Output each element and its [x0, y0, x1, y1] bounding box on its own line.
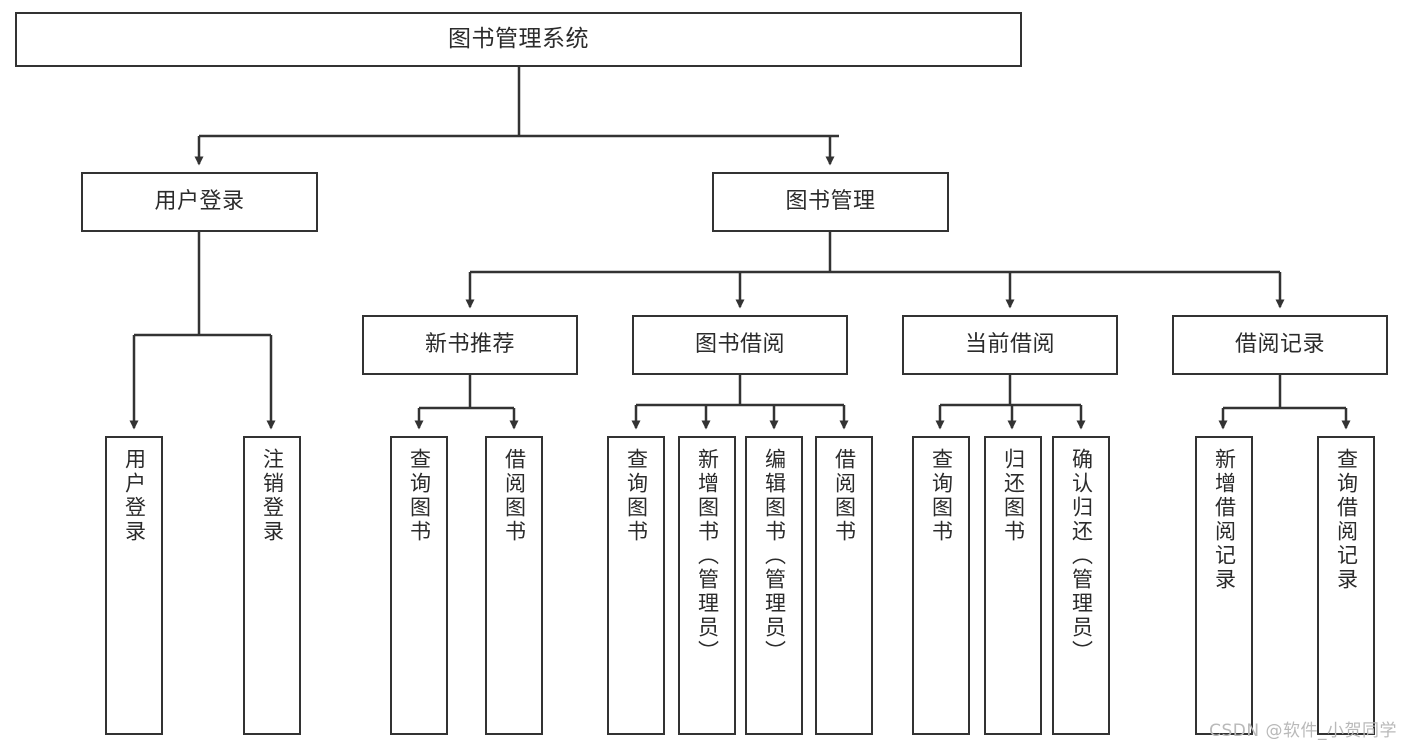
node-leaf-borrow-book-1[interactable]: 借阅图书	[485, 436, 543, 735]
node-leaf-query-book-3[interactable]: 查询图书	[912, 436, 970, 735]
node-book-borrow[interactable]: 图书借阅	[632, 315, 848, 375]
node-leaf-user-login[interactable]: 用户登录	[105, 436, 163, 735]
node-label: 用户登录	[154, 189, 245, 215]
node-label: 查询图书	[407, 448, 432, 544]
node-leaf-add-record[interactable]: 新增借阅记录	[1195, 436, 1253, 735]
node-label: 当前借阅	[964, 332, 1055, 358]
node-leaf-query-book-1[interactable]: 查询图书	[390, 436, 448, 735]
node-borrow-record[interactable]: 借阅记录	[1172, 315, 1388, 375]
node-label: 新增图书（管理员）	[695, 448, 720, 664]
node-label: 编辑图书（管理员）	[762, 448, 787, 664]
node-label: 借阅记录	[1234, 332, 1325, 358]
node-label: 借阅图书	[832, 448, 857, 544]
node-label: 借阅图书	[502, 448, 527, 544]
node-label: 注销登录	[260, 448, 285, 544]
node-leaf-logout-login[interactable]: 注销登录	[243, 436, 301, 735]
node-label: 归还图书	[1001, 448, 1026, 544]
node-label: 图书管理系统	[448, 25, 589, 52]
node-label: 用户登录	[122, 448, 147, 544]
node-label: 新书推荐	[424, 332, 515, 358]
node-label: 查询图书	[624, 448, 649, 544]
node-leaf-borrow-book-2[interactable]: 借阅图书	[815, 436, 873, 735]
node-label: 新增借阅记录	[1212, 448, 1237, 592]
node-label: 查询借阅记录	[1334, 448, 1359, 592]
node-leaf-confirm-return[interactable]: 确认归还（管理员）	[1052, 436, 1110, 735]
node-leaf-add-book[interactable]: 新增图书（管理员）	[678, 436, 736, 735]
node-user-login[interactable]: 用户登录	[81, 172, 318, 232]
node-current-borrow[interactable]: 当前借阅	[902, 315, 1118, 375]
node-label: 图书管理	[785, 189, 876, 215]
node-label: 查询图书	[929, 448, 954, 544]
node-leaf-edit-book[interactable]: 编辑图书（管理员）	[745, 436, 803, 735]
node-leaf-return-book[interactable]: 归还图书	[984, 436, 1042, 735]
node-label: 确认归还（管理员）	[1069, 448, 1094, 664]
node-root-book-management-system[interactable]: 图书管理系统	[15, 12, 1022, 67]
node-new-book-recommend[interactable]: 新书推荐	[362, 315, 578, 375]
node-leaf-query-record[interactable]: 查询借阅记录	[1317, 436, 1375, 735]
node-label: 图书借阅	[694, 332, 785, 358]
node-leaf-query-book-2[interactable]: 查询图书	[607, 436, 665, 735]
node-book-manage[interactable]: 图书管理	[712, 172, 949, 232]
